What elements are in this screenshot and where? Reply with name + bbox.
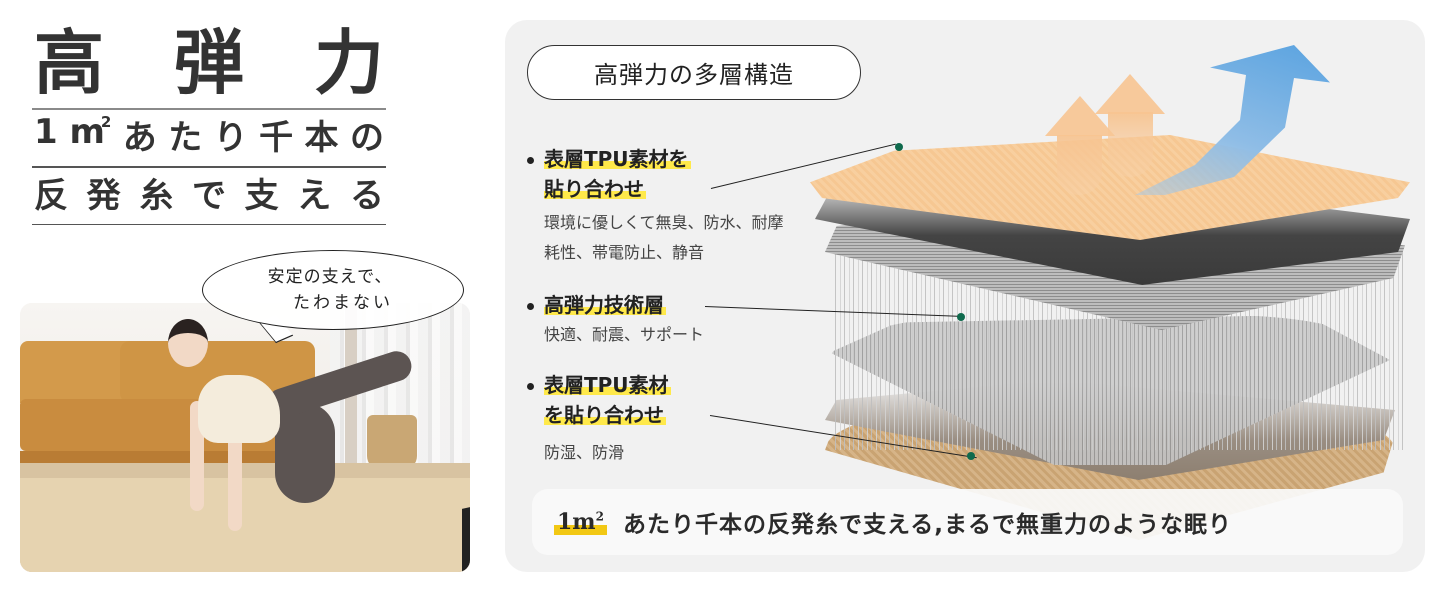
- layer-illustration: [805, 40, 1425, 560]
- tagline-text: あたり千本の反発糸で支える,まるで無重力のような眠り: [622, 512, 1233, 538]
- photo-person-head: [168, 319, 208, 367]
- marker-dot-icon: [967, 452, 975, 460]
- breathable-arrow-stem: [1108, 112, 1153, 177]
- lifestyle-photo: [20, 303, 470, 572]
- tagline-bar: 1m2 あたり千本の反発糸で支える,まるで無重力のような眠り: [532, 489, 1403, 555]
- breathable-arrow-stem: [1057, 135, 1102, 195]
- marker-dot-icon: [895, 143, 903, 151]
- divider: [32, 166, 386, 168]
- photo-basket: [367, 415, 417, 470]
- speech-bubble: 安定の支えで、 たわまない: [202, 250, 464, 330]
- feature-bottom-layer: 表層TPU素材 を貼り合わせ 防湿、防滑: [527, 370, 671, 468]
- photo-person-torso: [198, 375, 280, 443]
- section-title-pill: 高弾力の多層構造: [527, 45, 861, 100]
- marker-dot-icon: [957, 313, 965, 321]
- photo-person-thigh: [275, 403, 335, 503]
- unit-badge: 1m2: [554, 509, 607, 535]
- breathable-arrow-icon: [1095, 74, 1165, 114]
- headline-block: 高 弾 力 1 m2 あ た り 千 本 の 反 発 糸 で 支 え る: [32, 20, 386, 225]
- headline-line-3: 反 発 糸 で 支 え る: [34, 175, 384, 216]
- bullet-icon: [527, 157, 534, 164]
- bullet-icon: [527, 383, 534, 390]
- structure-panel: 高弾力の多層構造 表層TPU素材を 貼り合わせ 環境に優しくて無臭、防水、耐摩 …: [505, 20, 1425, 572]
- divider: [32, 108, 386, 110]
- feature-elastic-layer: 高弾力技術層 快適、耐震、サポート: [527, 290, 704, 350]
- divider: [32, 223, 386, 225]
- bullet-icon: [527, 303, 534, 310]
- photo-mat: [20, 478, 470, 572]
- feature-top-layer: 表層TPU素材を 貼り合わせ 環境に優しくて無臭、防水、耐摩 耗性、帯電防止、静…: [527, 144, 784, 268]
- headline-title: 高 弾 力: [34, 22, 384, 104]
- photo-mat-edge: [462, 507, 470, 572]
- headline-line-2: 1 m2 あ た り 千 本 の: [34, 112, 384, 158]
